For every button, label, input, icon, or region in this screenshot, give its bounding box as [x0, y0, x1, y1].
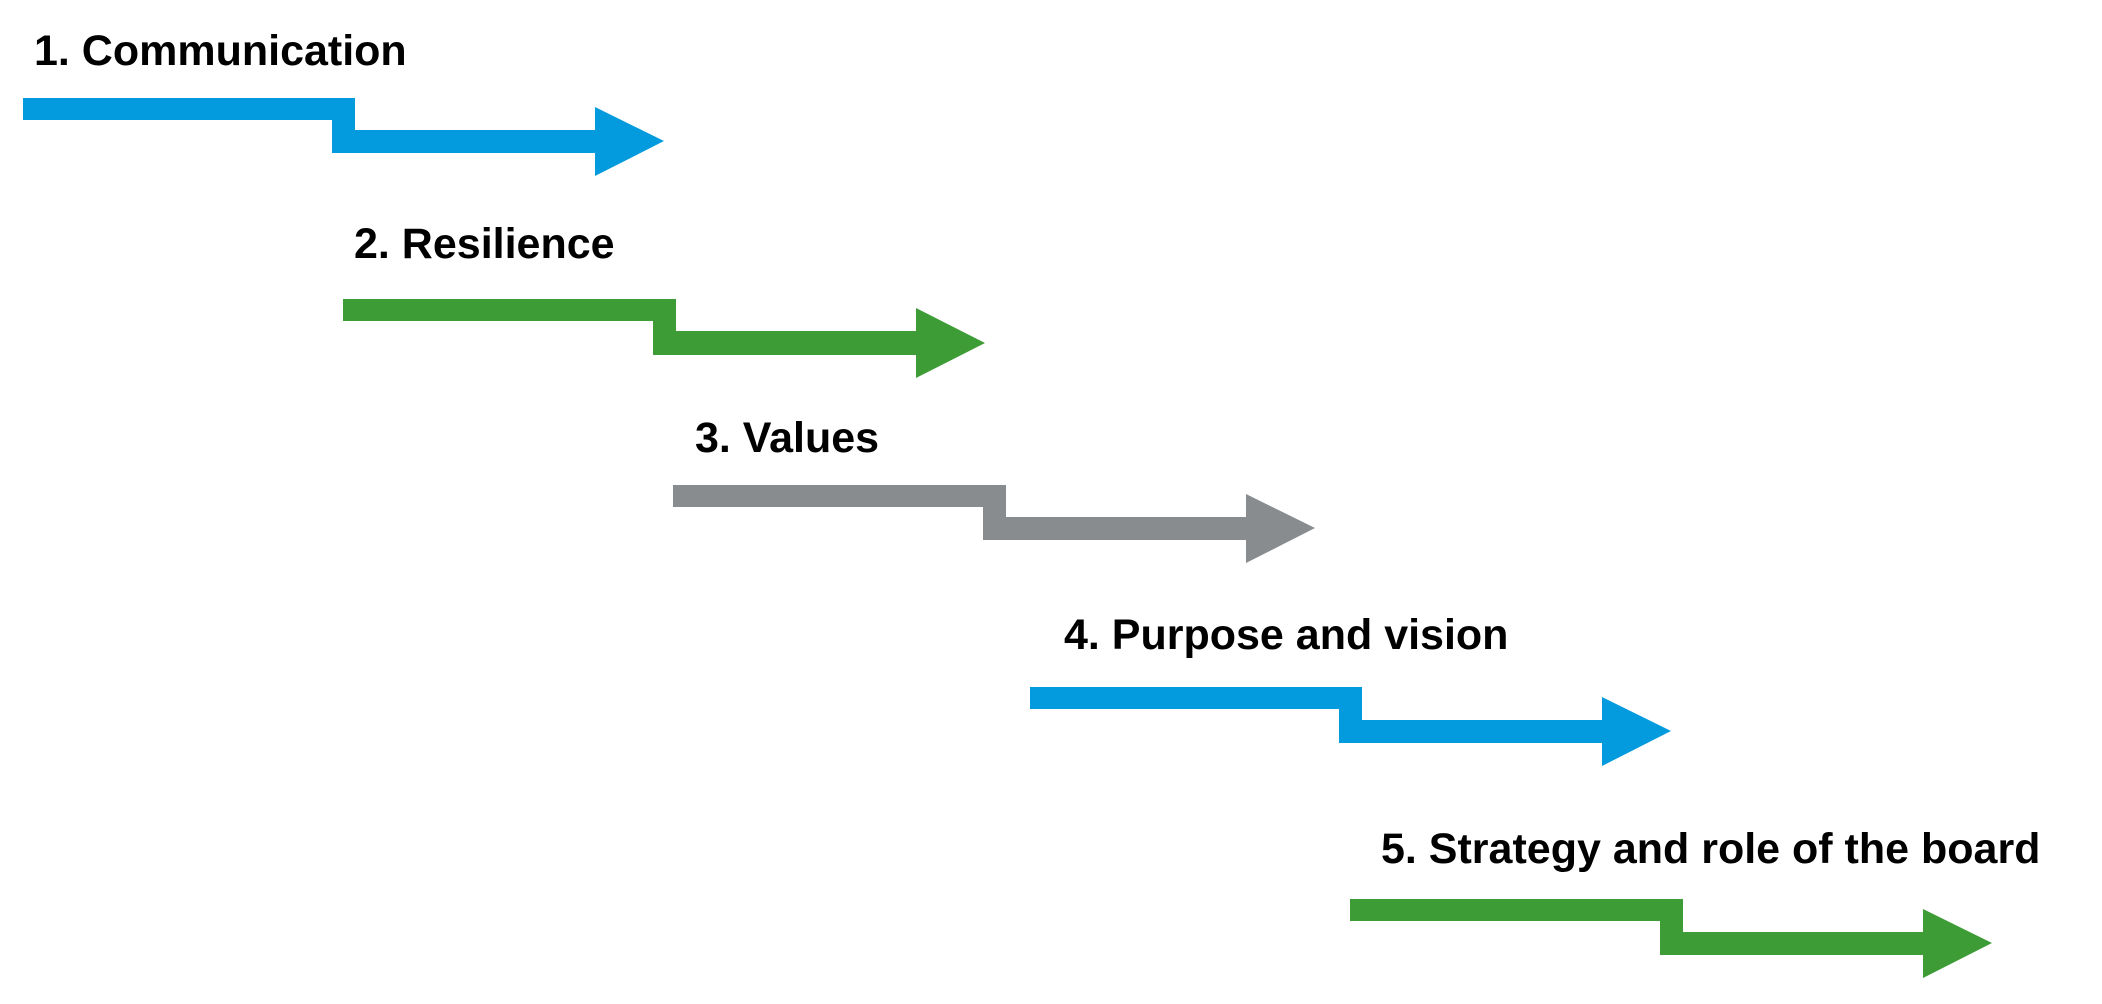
step-4-label: 4. Purpose and vision — [1064, 611, 1509, 659]
step-3-arrow — [673, 485, 1315, 563]
step-5-arrow — [1350, 899, 1992, 978]
step-2-arrow — [343, 299, 985, 378]
step-3-label: 3. Values — [695, 414, 880, 462]
step-1-label: 1. Communication — [34, 27, 407, 75]
step-2-label: 2. Resilience — [354, 220, 615, 268]
step-5-label: 5. Strategy and role of the board — [1381, 825, 2041, 873]
step-4-arrow — [1030, 687, 1671, 766]
step-1-arrow — [23, 98, 664, 176]
